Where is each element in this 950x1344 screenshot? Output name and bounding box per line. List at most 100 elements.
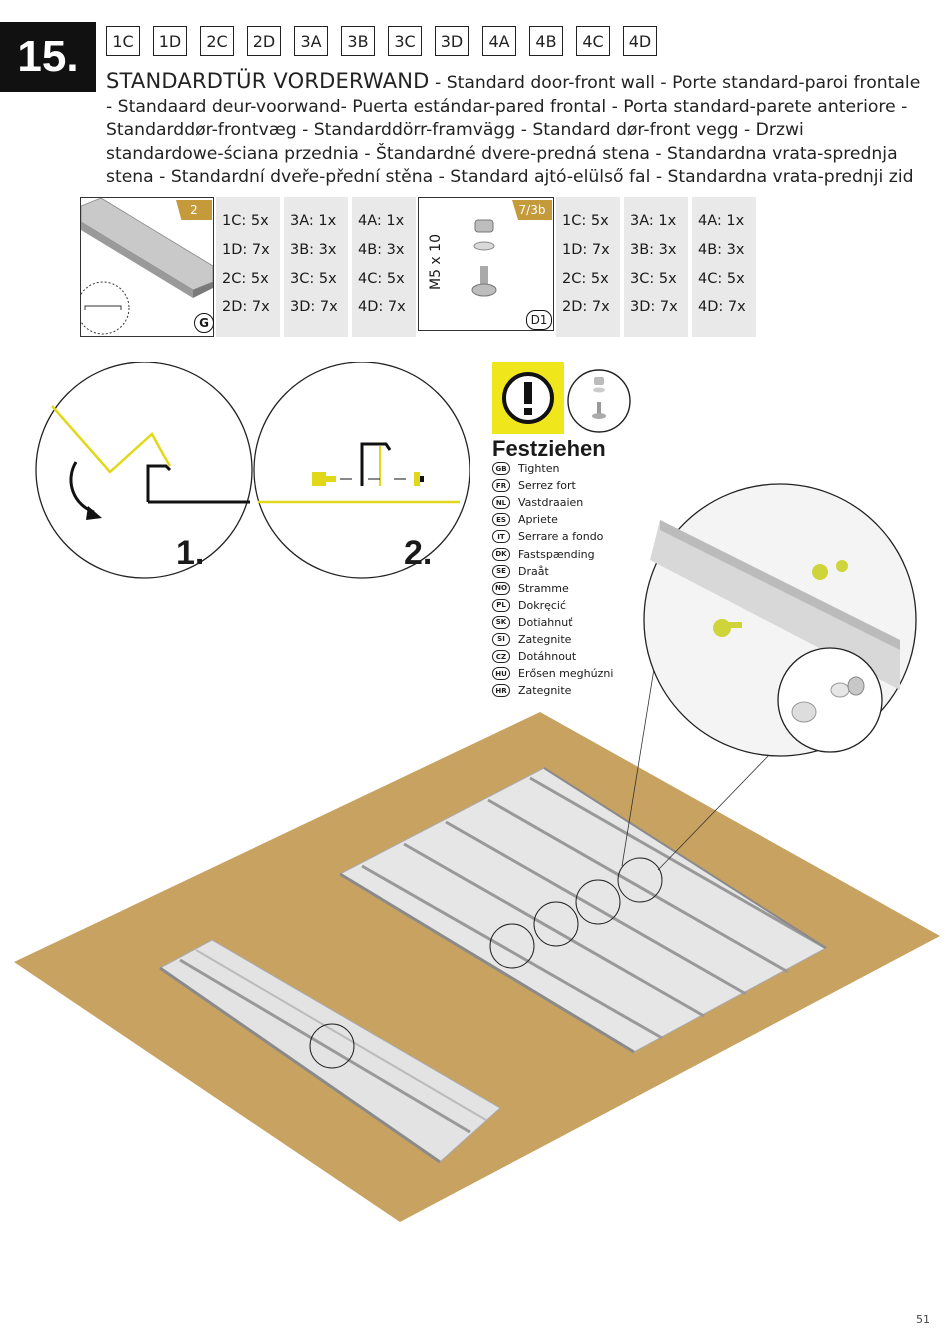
quantity-cell: 4A: 1x <box>698 213 745 230</box>
quantity-cell: 4D: 7x <box>358 299 406 316</box>
part-image-profile <box>76 197 214 337</box>
quantity-column: 1C: 5x 1D: 7x 2C: 5x 2D: 7x <box>216 197 280 337</box>
floor-board <box>14 712 940 1222</box>
quantity-cell: 2D: 7x <box>222 299 270 316</box>
list-item: SI Zategnite <box>492 631 613 648</box>
language-code: HU <box>492 667 510 681</box>
variant-box: 2C <box>200 26 234 56</box>
variant-box: 1C <box>106 26 140 56</box>
profile-rail-icon <box>76 197 214 335</box>
list-item: PL Dokręcić <box>492 597 613 614</box>
language-code: GB <box>492 462 510 476</box>
small-wall-panel <box>159 939 501 1164</box>
quantity-cell: 4D: 7x <box>698 299 746 316</box>
language-code: HR <box>492 684 510 698</box>
detail-number: 2. <box>404 534 433 572</box>
language-code: SE <box>492 564 510 578</box>
step-title: STANDARDTÜR VORDERWAND - Standard door-f… <box>106 69 926 190</box>
language-code: PL <box>492 598 510 612</box>
variant-box: 3A <box>294 26 328 56</box>
title-main: STANDARDTÜR VORDERWAND <box>106 69 430 93</box>
list-item: DK Fastspænding <box>492 545 613 562</box>
quantity-cell: 2C: 5x <box>222 270 269 287</box>
quantity-cell: 4A: 1x <box>358 213 405 230</box>
variant-box: 4C <box>576 26 610 56</box>
language-code: NO <box>492 581 510 595</box>
quantity-cell: 3B: 3x <box>630 242 677 259</box>
list-item: NO Stramme <box>492 580 613 597</box>
translation-text: Serrare a fondo <box>518 530 604 544</box>
list-item: GB Tighten <box>492 460 613 477</box>
language-code: IT <box>492 530 510 544</box>
assembly-illustration <box>14 483 940 1222</box>
quantity-cell: 4B: 3x <box>698 242 745 259</box>
size-label-wrap: M5 x 10 <box>424 226 448 306</box>
quantity-cell: 1C: 5x <box>222 213 269 230</box>
variant-box: 2D <box>247 26 281 56</box>
quantity-column: 1C: 5x 1D: 7x 2C: 5x 2D: 7x <box>556 197 620 337</box>
quantity-cell: 1D: 7x <box>222 242 270 259</box>
quantity-cell: 3A: 1x <box>290 213 337 230</box>
translation-text: Erősen meghúzni <box>518 667 614 681</box>
translation-text: Stramme <box>518 581 569 595</box>
list-item: HU Erősen meghúzni <box>492 665 613 682</box>
large-wall-panel <box>338 767 827 1054</box>
screw-position-circle <box>489 923 535 969</box>
part-tag: 7/3b <box>512 200 552 220</box>
quantity-table-profile: 1C: 5x 1D: 7x 2C: 5x 2D: 7x 3A: 1x 3B: 3… <box>216 197 416 337</box>
variant-box: 1D <box>153 26 187 56</box>
list-item: IT Serrare a fondo <box>492 528 613 545</box>
title-translations: - Standard door-front wall - Porte stand… <box>106 73 921 188</box>
quantity-cell: 3C: 5x <box>630 270 677 287</box>
quantity-cell: 3D: 7x <box>630 299 678 316</box>
translation-text: Zategnite <box>518 632 572 646</box>
screw-size-label: M5 x 10 <box>428 234 444 290</box>
language-code: CZ <box>492 650 510 664</box>
detail-2-circle <box>253 362 470 579</box>
variant-box: 3D <box>435 26 469 56</box>
translation-text: Tighten <box>518 462 560 476</box>
variant-box: 4A <box>482 26 516 56</box>
language-code: SK <box>492 615 510 629</box>
quantity-cell: 3B: 3x <box>290 242 337 259</box>
page-number: 51 <box>916 1313 930 1326</box>
quantity-column: 3A: 1x 3B: 3x 3C: 5x 3D: 7x <box>284 197 348 337</box>
translation-text: Dokręcić <box>518 598 567 612</box>
quantity-column: 4A: 1x 4B: 3x 4C: 5x 4D: 7x <box>352 197 416 337</box>
language-code: ES <box>492 513 510 527</box>
quantity-cell: 3A: 1x <box>630 213 677 230</box>
hardware-zoom-circle <box>777 647 883 753</box>
variant-box: 4B <box>529 26 563 56</box>
translation-text: Draåt <box>518 564 549 578</box>
quantity-cell: 4B: 3x <box>358 242 405 259</box>
quantity-table-screw: 1C: 5x 1D: 7x 2C: 5x 2D: 7x 3A: 1x 3B: 3… <box>556 197 756 337</box>
quantity-cell: 3C: 5x <box>290 270 337 287</box>
warning-title: Festziehen <box>492 436 606 461</box>
detail-diagrams <box>35 362 470 579</box>
part-label: G <box>194 313 214 333</box>
translation-text: Vastdraaien <box>518 496 584 510</box>
quantity-cell: 2C: 5x <box>562 270 609 287</box>
detail-number: 1. <box>176 534 205 572</box>
screw-position-circle <box>617 857 663 903</box>
screw-nut-washer-icon <box>471 219 497 297</box>
language-code: FR <box>492 479 510 493</box>
part-label: D1 <box>526 310 552 330</box>
quantity-cell: 4C: 5x <box>358 270 405 287</box>
screw-position-circle <box>533 901 579 947</box>
quantity-cell: 1C: 5x <box>562 213 609 230</box>
quantity-cell: 3D: 7x <box>290 299 338 316</box>
language-code: SI <box>492 632 510 646</box>
quantity-cell: 1D: 7x <box>562 242 610 259</box>
translation-text: Fastspænding <box>518 547 595 561</box>
variant-list: 1C 1D 2C 2D 3A 3B 3C 3D 4A 4B 4C 4D <box>106 26 670 56</box>
variant-box: 3C <box>388 26 422 56</box>
language-code: DK <box>492 547 510 561</box>
quantity-cell: 2D: 7x <box>562 299 610 316</box>
